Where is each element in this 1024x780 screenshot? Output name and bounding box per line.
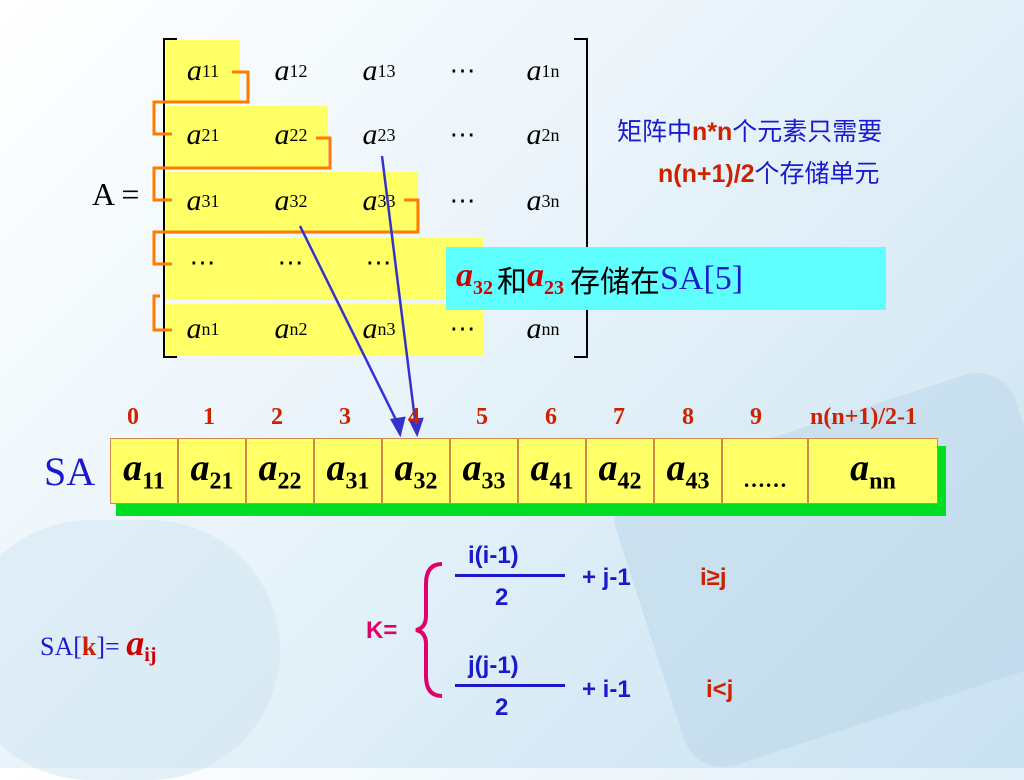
sa-index: n(n+1)/2-1 <box>810 404 918 430</box>
sa-cell: a43 <box>654 438 722 504</box>
case2-tail: + i-1 <box>582 676 631 703</box>
background-mouse-shape <box>0 520 280 780</box>
sa-index: 4 <box>408 404 420 430</box>
sa-label: SA <box>44 449 96 494</box>
matrix-cell: ⋯ <box>449 56 477 85</box>
sa-index: 7 <box>613 404 625 430</box>
matrix-cell: ⋯ <box>449 120 477 149</box>
case2-fraction-line <box>455 684 565 687</box>
sa-index: 0 <box>127 404 139 430</box>
matrix-cell: ⋯ <box>449 186 477 215</box>
k-label: K= <box>366 617 398 644</box>
matrix-cell: ⋯ <box>189 248 217 277</box>
case1-tail: + j-1 <box>582 564 631 591</box>
sa-cell: a21 <box>178 438 246 504</box>
sa-index: 8 <box>682 404 694 430</box>
matrix-cell: ⋯ <box>449 314 477 343</box>
sa-index: 5 <box>476 404 488 430</box>
note-line1-pre: 矩阵中 <box>617 117 693 146</box>
sa-index: 9 <box>750 404 762 430</box>
case1-condition: i≥j <box>700 564 727 591</box>
case1-denominator: 2 <box>495 584 509 611</box>
case1-numerator: i(i-1) <box>468 542 519 569</box>
sa-cell: a42 <box>586 438 654 504</box>
storage-note: 矩阵中n*n个元素只需要 <box>617 112 882 148</box>
sa-index: 3 <box>339 404 351 430</box>
matrix-right-bracket <box>574 38 588 358</box>
sa-cell: a33 <box>450 438 518 504</box>
sa-cell: a41 <box>518 438 586 504</box>
case1-fraction-line <box>455 574 565 577</box>
case2-condition: i<j <box>706 676 734 703</box>
note-line1-post: 个元素只需要 <box>732 117 883 146</box>
note-line1-bold: n*n <box>692 118 733 146</box>
sa-cell: a22 <box>246 438 314 504</box>
formula-lhs: SA[k]= aij <box>40 623 157 667</box>
note-line2-post: 个存储单元 <box>754 159 880 188</box>
sa-index: 1 <box>203 404 215 430</box>
sa-cell: …… <box>722 438 808 504</box>
matrix-cell: ⋯ <box>365 248 393 277</box>
callout-var1: a32 <box>456 257 493 299</box>
sa-cell: a32 <box>382 438 450 504</box>
case2-denominator: 2 <box>495 694 509 721</box>
sa-index: 2 <box>271 404 283 430</box>
matrix-left-bracket <box>163 38 177 358</box>
orange-link-connectors <box>152 70 420 332</box>
sa-cell: a11 <box>110 438 178 504</box>
storage-note-line2: n(n+1)/2个存储单元 <box>658 154 880 190</box>
case2-numerator: j(j-1) <box>468 652 519 679</box>
sa-cell: a31 <box>314 438 382 504</box>
callout-and: 和 <box>497 264 527 300</box>
storage-callout: a32 和 a23 存储在 SA[5] <box>446 247 886 310</box>
sa-index: 6 <box>545 404 557 430</box>
callout-target: SA[5] <box>660 259 744 297</box>
pointer-arrows <box>298 155 424 438</box>
callout-text: 存储在 <box>570 264 660 300</box>
note-line2-bold: n(n+1)/2 <box>658 160 755 188</box>
callout-var2: a23 <box>527 257 564 299</box>
matrix-cell: ⋯ <box>277 248 305 277</box>
k-curly-brace <box>415 562 443 698</box>
matrix-label: A = <box>92 176 140 212</box>
sa-cell: ann <box>808 438 938 504</box>
